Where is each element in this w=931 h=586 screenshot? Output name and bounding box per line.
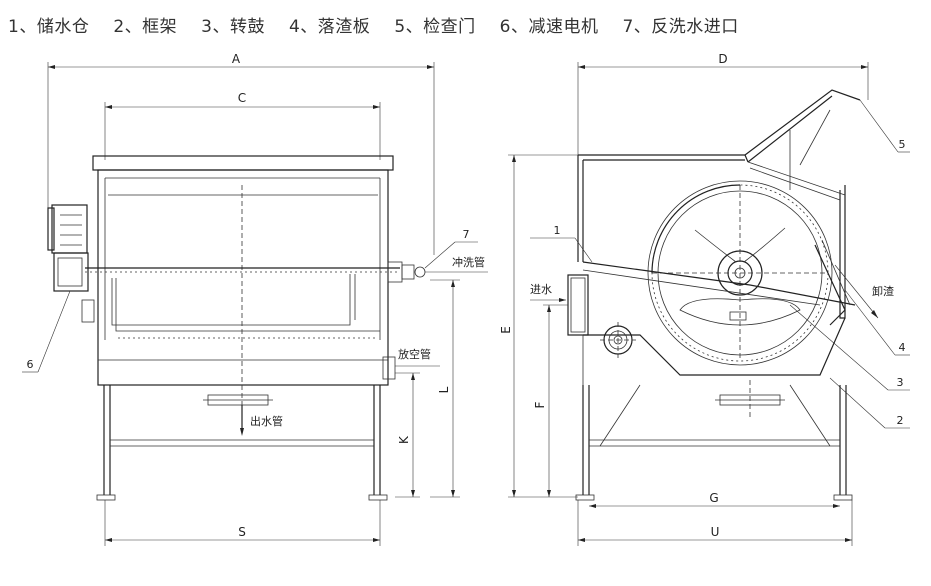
side-view: D 5 卸渣 4 (499, 52, 910, 546)
dim-s-label: S (238, 525, 246, 539)
dim-k-label: K (397, 435, 411, 444)
outlet-pipe-label: 出水管 (250, 414, 283, 428)
discharge-label: 卸渣 (872, 284, 894, 298)
legend-item-7: 7、反洗水进口 (622, 17, 739, 37)
callout-7: 7 (463, 228, 470, 241)
callout-5: 5 (899, 138, 906, 151)
flush-pipe-label: 冲洗管 (452, 255, 485, 269)
callout-6: 6 (27, 358, 34, 371)
dim-f-label: F (533, 401, 547, 408)
legend-item-6: 6、减速电机 (499, 17, 599, 37)
dim-a-label: A (232, 52, 241, 66)
callout-1: 1 (554, 224, 561, 237)
legend-item-1: 1、储水仓 (8, 17, 90, 37)
callout-3: 3 (897, 376, 904, 389)
front-view: A C (22, 52, 488, 546)
callout-4: 4 (899, 341, 906, 354)
dim-u-label: U (711, 525, 720, 539)
dim-c-label: C (238, 91, 246, 105)
dim-l-label: L (437, 386, 451, 393)
legend-item-5: 5、检查门 (394, 17, 476, 37)
dim-g-label: G (709, 491, 718, 505)
callout-2: 2 (897, 414, 904, 427)
dim-d-label: D (718, 52, 727, 66)
legend-item-2: 2、框架 (113, 17, 178, 37)
drain-pipe-label: 放空管 (398, 347, 431, 361)
dim-e-label: E (499, 326, 513, 334)
legend-item-4: 4、落渣板 (288, 17, 371, 37)
legend-item-3: 3、转鼓 (201, 17, 265, 37)
inlet-label: 进水 (530, 283, 552, 296)
legend: 1、储水仓 2、框架 3、转鼓 4、落渣板 5、检查门 6、减速电机 7、反洗水… (8, 12, 739, 42)
